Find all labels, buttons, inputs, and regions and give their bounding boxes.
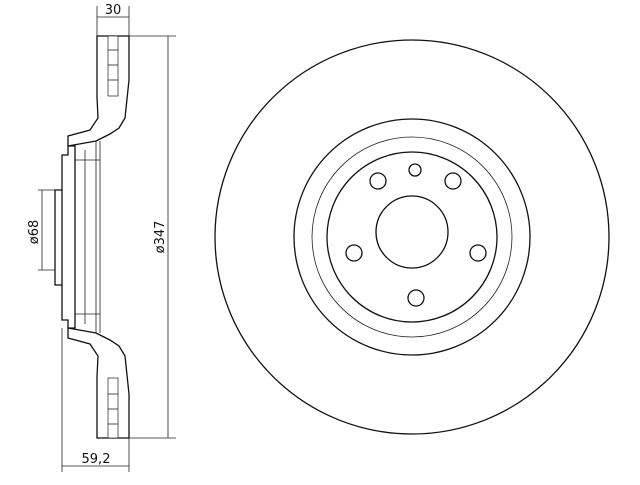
hub-hat-section (61, 146, 69, 328)
front-view (214, 39, 610, 435)
dim-center-bore: ø68 (27, 189, 55, 271)
dim-outer-diameter: ø347 (129, 35, 176, 439)
bolt-holes (345, 172, 487, 307)
bolt-hole (407, 289, 425, 307)
hub-face-edge (326, 151, 498, 323)
label-overall-height: 59,2 (82, 452, 111, 467)
center-bore-step (54, 189, 62, 286)
side-section-view: 30 ø347 ø68 59,2 (27, 3, 176, 472)
vent-channels (107, 35, 119, 439)
lower-friction-ring (67, 327, 130, 439)
label-center-bore: ø68 (27, 220, 42, 245)
friction-inner-edge (293, 118, 531, 356)
bolt-hole (444, 172, 462, 190)
bolt-hole (345, 244, 363, 262)
upper-friction-ring (67, 35, 130, 147)
dim-overall-height: 59,2 (61, 328, 130, 472)
bolt-hole (469, 244, 487, 262)
hub-face (68, 145, 76, 329)
label-outer-diameter: ø347 (153, 221, 168, 254)
label-rotor-thickness: 30 (105, 3, 122, 18)
dim-rotor-thickness: 30 (96, 3, 130, 36)
locating-pin-hole (408, 163, 422, 177)
outer-rim (214, 39, 610, 435)
bolt-hole (369, 172, 387, 190)
hat-outer-edge (311, 136, 513, 338)
center-bore (375, 195, 449, 269)
